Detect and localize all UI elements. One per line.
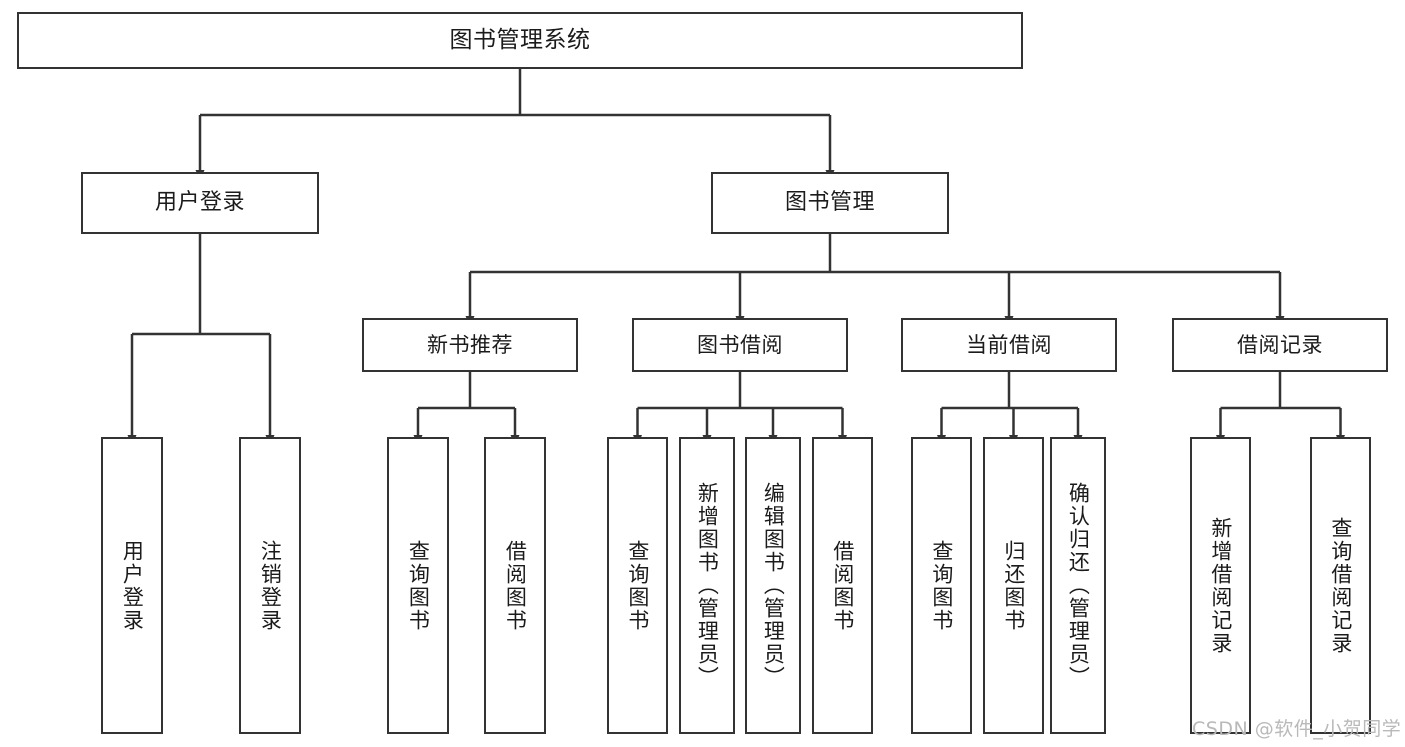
node-label: 查询借阅记录 bbox=[1328, 516, 1353, 655]
node-label: 查询图书 bbox=[625, 539, 650, 632]
node-leaf_10[interactable]: 确认归还（管理员） bbox=[1050, 437, 1106, 734]
node-leaf_0[interactable]: 用户登录 bbox=[101, 437, 163, 734]
csdn-watermark: CSDN @软件_小贺同学 bbox=[1192, 718, 1402, 740]
node-leaf_3[interactable]: 借阅图书 bbox=[484, 437, 546, 734]
node-label: 借阅图书 bbox=[830, 539, 855, 632]
node-l2_0[interactable]: 新书推荐 bbox=[362, 318, 578, 372]
node-leaf_11[interactable]: 新增借阅记录 bbox=[1190, 437, 1251, 734]
node-label: 查询图书 bbox=[929, 539, 954, 632]
node-leaf_12[interactable]: 查询借阅记录 bbox=[1310, 437, 1371, 734]
node-label: 用户登录 bbox=[120, 539, 145, 632]
node-leaf_8[interactable]: 查询图书 bbox=[911, 437, 972, 734]
node-leaf_7[interactable]: 借阅图书 bbox=[812, 437, 873, 734]
node-l2_1[interactable]: 图书借阅 bbox=[632, 318, 848, 372]
node-leaf_9[interactable]: 归还图书 bbox=[983, 437, 1044, 734]
node-label: 归还图书 bbox=[1001, 539, 1026, 632]
node-label: 图书借阅 bbox=[697, 332, 783, 357]
node-label: 用户登录 bbox=[154, 190, 245, 216]
node-leaf_2[interactable]: 查询图书 bbox=[387, 437, 449, 734]
node-label: 借阅图书 bbox=[503, 539, 528, 632]
node-leaf_6[interactable]: 编辑图书（管理员） bbox=[745, 437, 801, 734]
node-label: 新书推荐 bbox=[427, 332, 513, 357]
node-leaf_4[interactable]: 查询图书 bbox=[607, 437, 668, 734]
node-leaf_1[interactable]: 注销登录 bbox=[239, 437, 301, 734]
node-label: 新增借阅记录 bbox=[1208, 516, 1233, 655]
node-label: 借阅记录 bbox=[1237, 332, 1323, 357]
node-label: 新增图书（管理员） bbox=[695, 482, 720, 689]
node-label: 确认归还（管理员） bbox=[1066, 482, 1091, 689]
node-l1_0[interactable]: 用户登录 bbox=[81, 172, 319, 234]
node-l1_1[interactable]: 图书管理 bbox=[711, 172, 949, 234]
node-label: 当前借阅 bbox=[966, 332, 1052, 357]
node-label: 编辑图书（管理员） bbox=[761, 482, 786, 689]
node-label: 注销登录 bbox=[258, 539, 283, 632]
node-label: 查询图书 bbox=[406, 539, 431, 632]
node-root[interactable]: 图书管理系统 bbox=[17, 12, 1023, 69]
node-label: 图书管理 bbox=[784, 190, 875, 216]
node-l2_2[interactable]: 当前借阅 bbox=[901, 318, 1117, 372]
node-label: 图书管理系统 bbox=[449, 26, 591, 53]
node-leaf_5[interactable]: 新增图书（管理员） bbox=[679, 437, 735, 734]
node-l2_3[interactable]: 借阅记录 bbox=[1172, 318, 1388, 372]
